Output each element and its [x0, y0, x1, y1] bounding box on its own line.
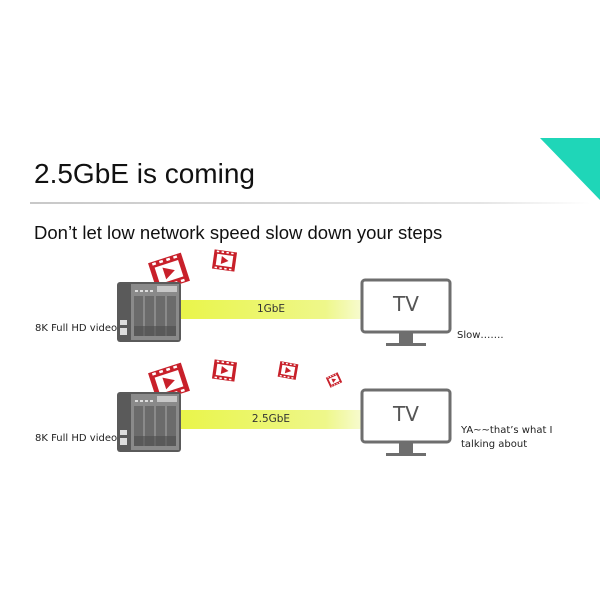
- link-speed-label: 1GbE: [256, 303, 286, 315]
- corner-accent-decoration: [540, 138, 600, 200]
- link-speed-label: 2.5GbE: [251, 413, 291, 425]
- video-file-icon: [211, 248, 239, 272]
- title-divider: [30, 202, 590, 204]
- tv-display: TV: [360, 278, 452, 350]
- video-file-icon: [211, 358, 239, 382]
- row-comment: YA~~that’s what I talking about: [461, 424, 553, 452]
- video-file-icon: [325, 372, 343, 389]
- tv-display: TV: [360, 388, 452, 460]
- source-label: 8K Full HD video: [35, 323, 118, 334]
- source-label: 8K Full HD video: [35, 433, 118, 444]
- nas-device-icon: [117, 392, 181, 452]
- slide-title: 2.5GbE is coming: [34, 158, 255, 189]
- network-link-2-5gbe: 2.5GbE: [180, 410, 362, 429]
- comment-line: YA~~that’s what I: [461, 425, 553, 436]
- comment-line: talking about: [461, 439, 528, 450]
- nas-device-icon: [117, 282, 181, 342]
- network-link-1gbe: 1GbE: [180, 300, 362, 319]
- video-file-icon: [277, 360, 300, 380]
- row-comment: Slow…….: [457, 330, 504, 341]
- slide-subtitle: Don’t let low network speed slow down yo…: [34, 222, 443, 243]
- tv-label: TV: [393, 292, 419, 316]
- tv-label: TV: [393, 402, 419, 426]
